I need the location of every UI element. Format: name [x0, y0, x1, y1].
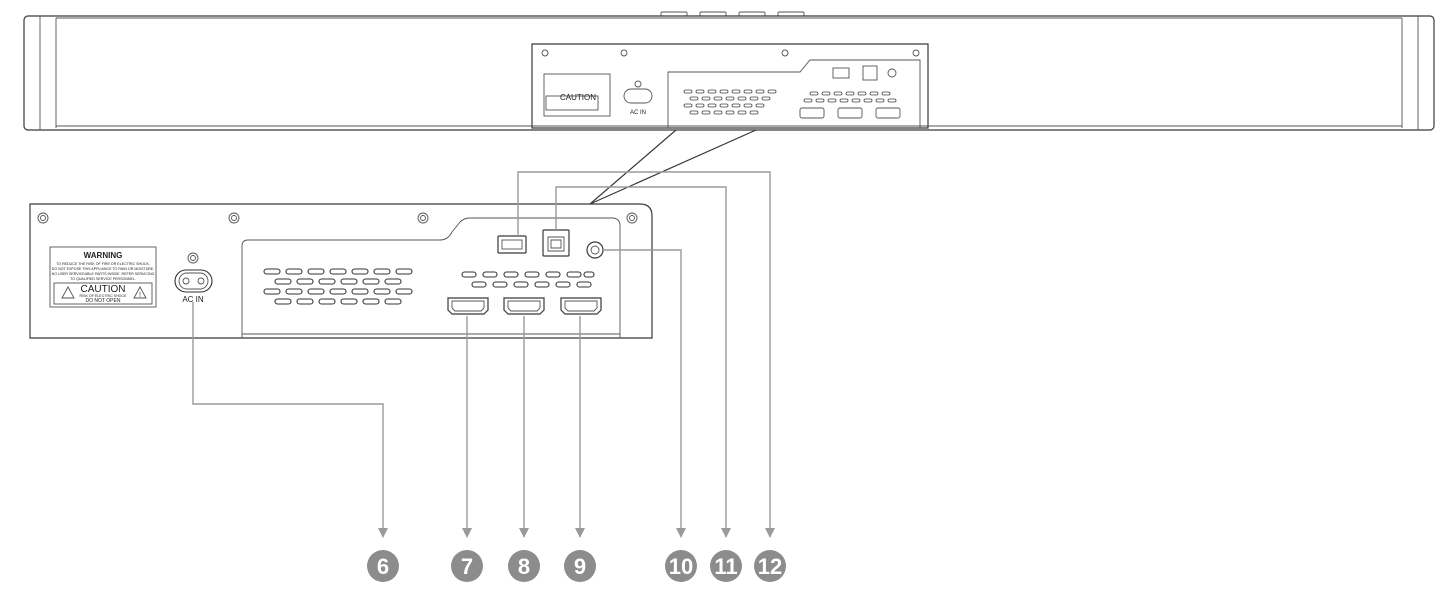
ac-in-label: AC IN — [182, 295, 204, 304]
warning-text-2: DO NOT EXPOSE THIS APPLIANCE TO RAIN OR … — [52, 267, 155, 271]
screw-icon — [37, 212, 638, 224]
warning-text-3: NO USER SERVICEABLE PARTS INSIDE. REFER … — [52, 272, 155, 276]
zoom-line-left — [589, 129, 677, 205]
usb-port — [497, 235, 527, 254]
callout-9: 9 — [564, 550, 596, 582]
callout-11: 11 — [710, 550, 742, 582]
callout-6-number: 6 — [377, 554, 389, 579]
callout-12-number: 12 — [758, 554, 782, 579]
hdmi-port-1 — [447, 297, 489, 315]
callout-9-number: 9 — [574, 554, 586, 579]
callout-7-number: 7 — [461, 554, 473, 579]
exclamation-warning-icon — [133, 286, 147, 299]
callout-leaders — [192, 171, 775, 538]
warning-text-1: TO REDUCE THE RISK OF FIRE OR ELECTRIC S… — [56, 262, 150, 266]
rear-panel-detail: WARNING TO REDUCE THE RISK OF FIRE OR EL… — [29, 203, 653, 339]
callout-8: 8 — [508, 550, 540, 582]
callout-10: 10 — [665, 550, 697, 582]
warning-label: WARNING TO REDUCE THE RISK OF FIRE OR EL… — [49, 246, 157, 308]
callout-8-number: 8 — [518, 554, 530, 579]
soundbar-overview: CAUTION AC IN — [23, 11, 1435, 131]
hdmi-port-2 — [503, 297, 545, 315]
lightning-warning-icon — [61, 286, 75, 299]
ac-in-socket: AC IN — [174, 252, 213, 304]
caution-text-1: RISK OF ELECTRIC SHOCK — [80, 294, 128, 298]
vent-grille-right — [461, 271, 595, 288]
callout-10-number: 10 — [669, 554, 693, 579]
callout-7: 7 — [451, 550, 483, 582]
callout-6: 6 — [367, 550, 399, 582]
caution-text-2: DO NOT OPEN — [86, 298, 121, 304]
warning-text-4: TO QUALIFIED SERVICE PERSONNEL. — [70, 277, 136, 281]
svg-text:AC IN: AC IN — [630, 110, 646, 116]
zoom-line-right — [589, 129, 757, 205]
svg-text:CAUTION: CAUTION — [560, 93, 596, 102]
optical-port — [542, 229, 570, 257]
svg-text:!: ! — [139, 292, 141, 299]
hdmi-port-3 — [560, 297, 602, 315]
caution-title: CAUTION — [81, 284, 126, 295]
callout-11-number: 11 — [714, 554, 737, 579]
vent-grille-left — [263, 268, 413, 305]
warning-title: WARNING — [84, 251, 123, 260]
callout-12: 12 — [754, 550, 786, 582]
aux-port — [586, 241, 604, 259]
